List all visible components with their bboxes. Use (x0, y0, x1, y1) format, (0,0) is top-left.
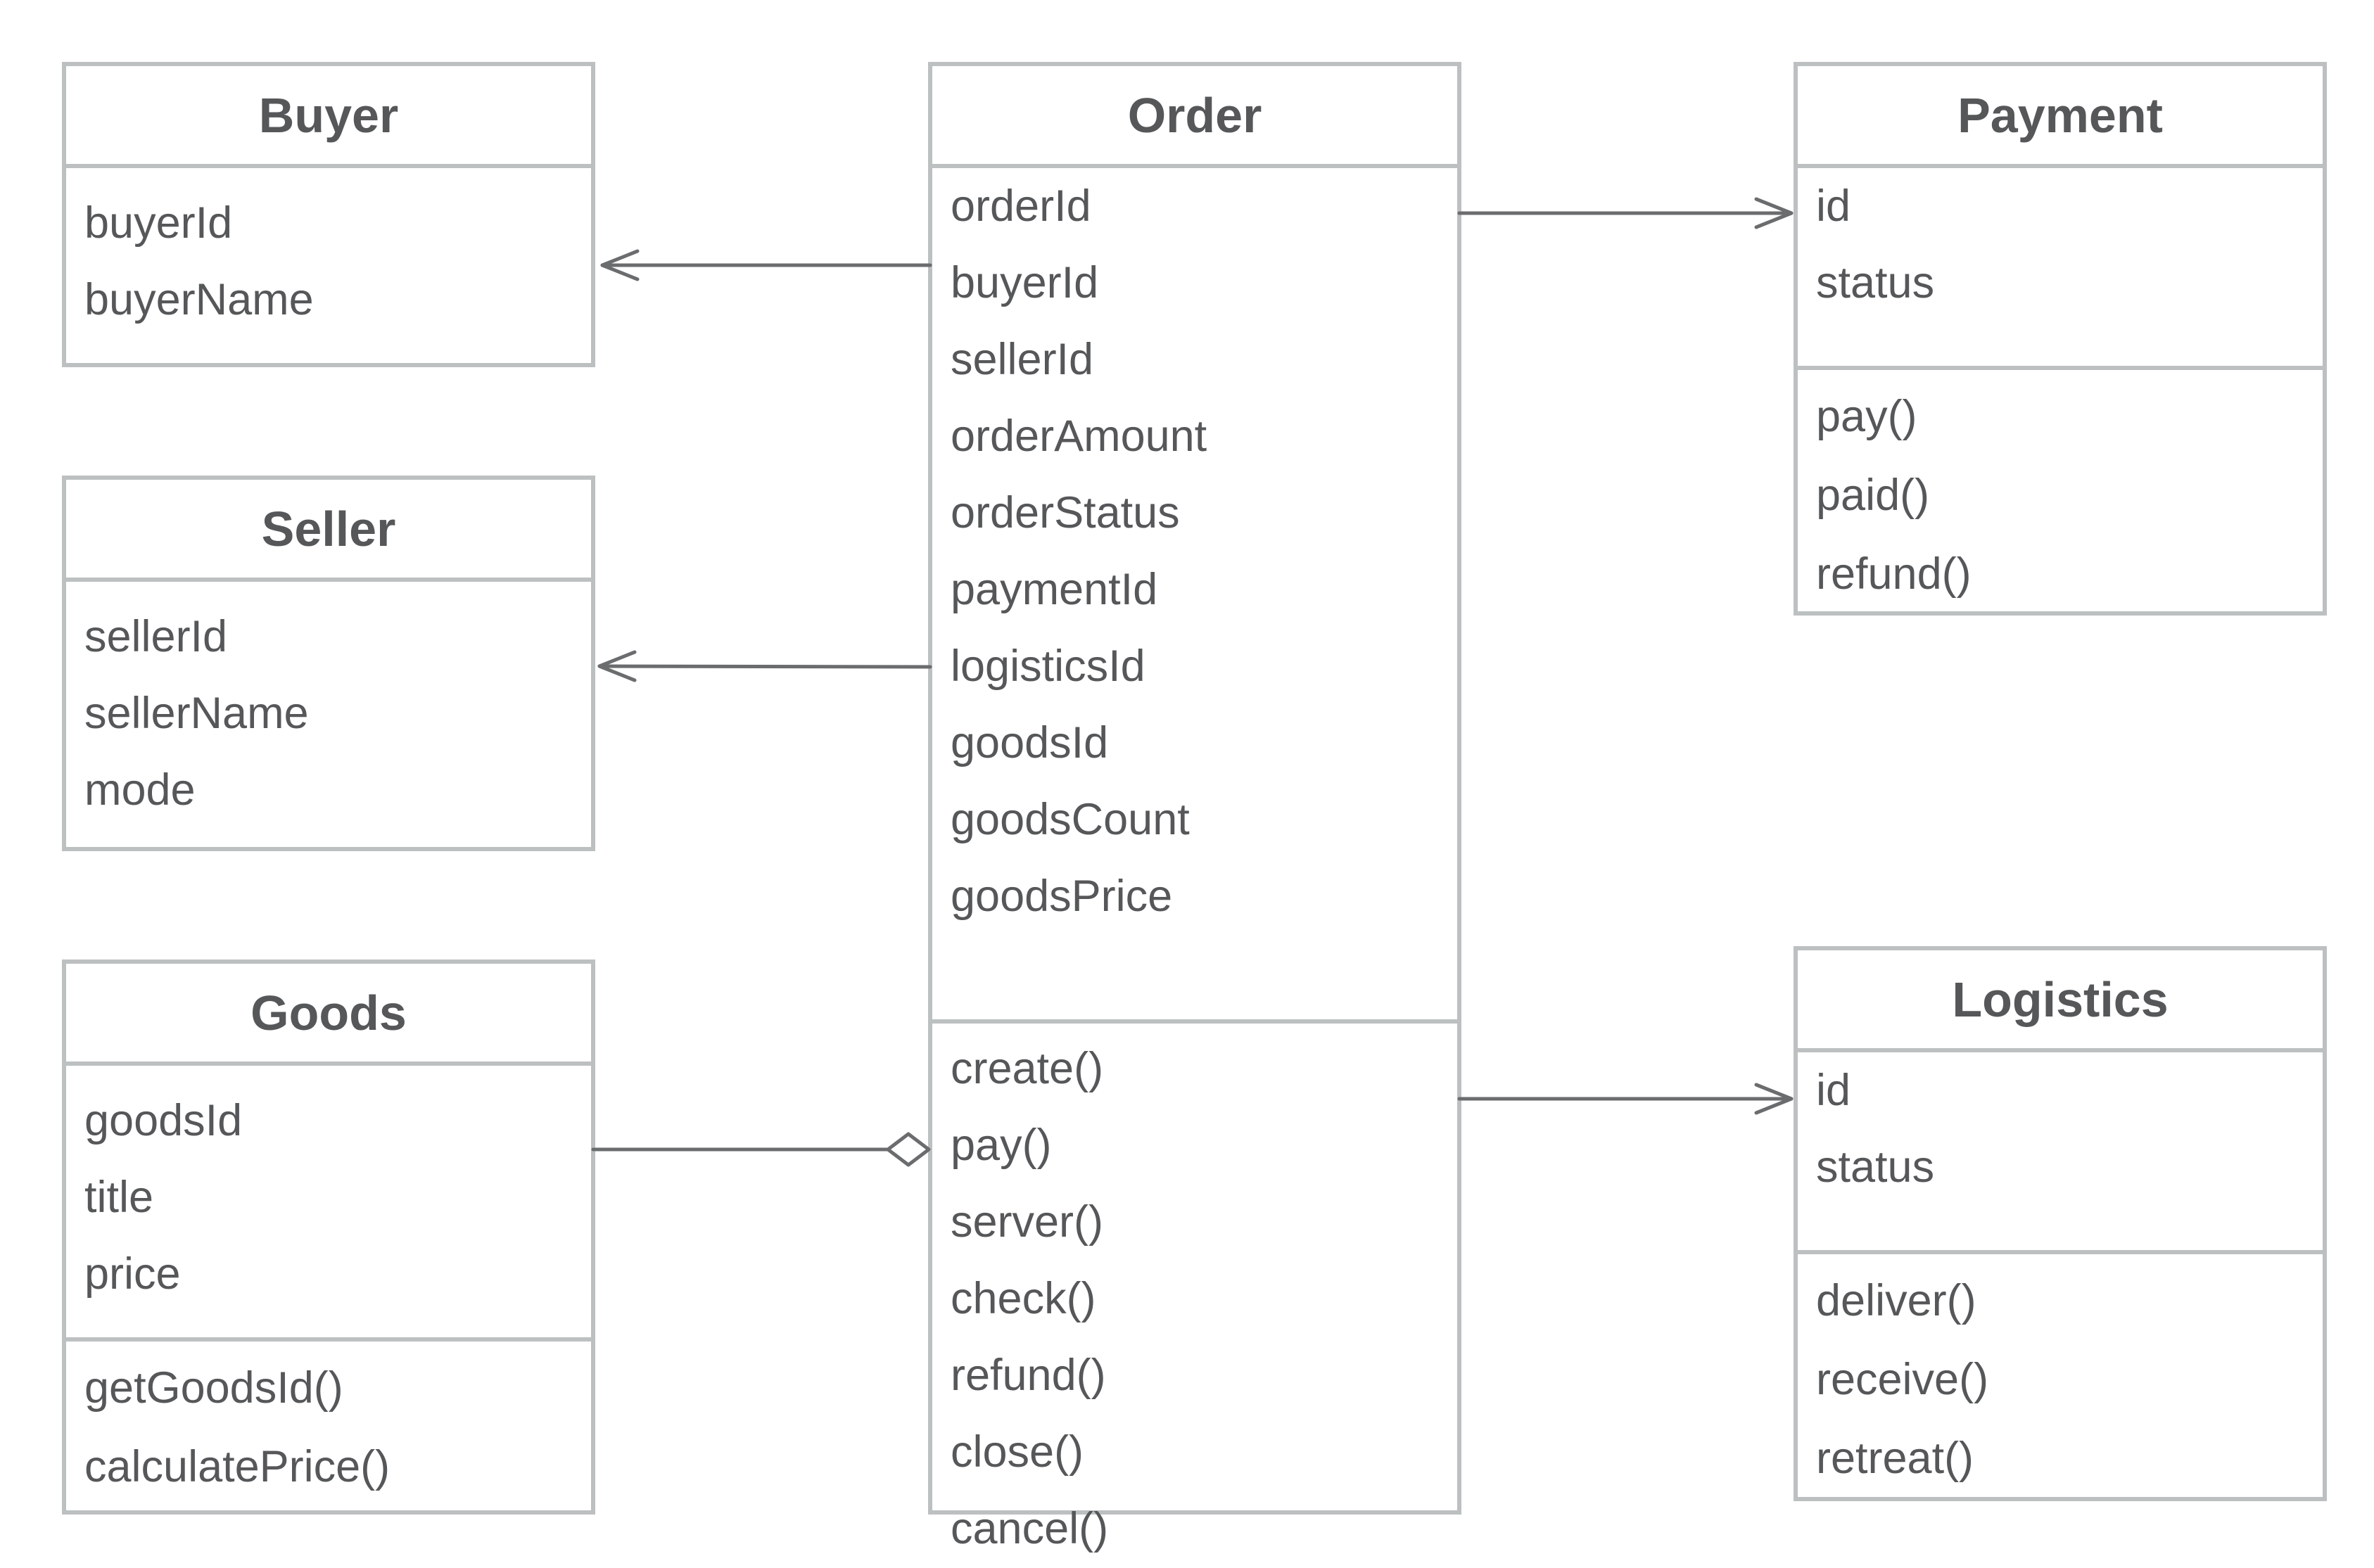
method: close() (951, 1427, 1084, 1477)
attributes-section: sellerId sellerName mode (66, 582, 591, 829)
methods-section: pay() paid() refund() (1798, 366, 2323, 613)
methods-section: deliver() receive() retreat() (1798, 1250, 2323, 1498)
attribute: goodsPrice (951, 872, 1173, 921)
method: deliver() (1816, 1276, 1976, 1325)
attribute: id (1816, 1066, 1851, 1115)
class-buyer[interactable]: Buyer buyerId buyerName (62, 62, 595, 367)
attributes-section: buyerId buyerName (66, 168, 591, 338)
attribute: orderStatus (951, 488, 1180, 537)
attribute: orderAmount (951, 412, 1207, 461)
methods-section: getGoodsId() calculatePrice() (66, 1337, 591, 1506)
attributes-section: id status (1798, 168, 2323, 366)
attribute: logisticsId (951, 642, 1145, 691)
attribute: buyerName (84, 275, 314, 324)
attributes-section: orderId buyerId sellerId orderAmount ord… (932, 168, 1457, 1019)
attribute: goodsId (951, 718, 1109, 767)
attribute: mode (84, 765, 196, 815)
class-payment[interactable]: Payment id status pay() paid() refund() (1794, 62, 2327, 616)
method: refund() (951, 1351, 1106, 1400)
relation-order-seller[interactable] (597, 650, 932, 682)
attribute: buyerId (84, 198, 233, 248)
class-name: Buyer (66, 66, 591, 168)
method: pay() (951, 1121, 1052, 1170)
attribute: orderId (951, 181, 1091, 231)
class-name: Logistics (1798, 950, 2323, 1052)
method: getGoodsId() (84, 1363, 343, 1413)
attribute: paymentId (951, 565, 1158, 614)
attribute: status (1816, 1142, 1935, 1192)
attribute: sellerName (84, 689, 309, 738)
method: calculatePrice() (84, 1442, 391, 1491)
relation-order-logistics[interactable] (1457, 1083, 1794, 1115)
method: receive() (1816, 1355, 1989, 1404)
method: check() (951, 1274, 1096, 1323)
class-order[interactable]: Order orderId buyerId sellerId orderAmou… (928, 62, 1461, 1553)
attributes-section: goodsId title price (66, 1066, 591, 1337)
aggregation-diamond-icon (886, 1132, 931, 1167)
class-name: Goods (66, 964, 591, 1066)
class-logistics[interactable]: Logistics id status deliver() receive() … (1794, 946, 2327, 1501)
attribute: status (1816, 258, 1935, 307)
class-goods[interactable]: Goods goodsId title price getGoodsId() c… (62, 960, 595, 1515)
relation-order-buyer[interactable] (600, 249, 932, 281)
attribute: id (1816, 181, 1851, 231)
method: retreat() (1816, 1434, 1974, 1483)
relation-order-payment[interactable] (1457, 197, 1794, 229)
method: paid() (1816, 471, 1930, 520)
method: server() (951, 1197, 1103, 1247)
attribute: buyerId (951, 258, 1099, 307)
relation-goods-order-aggregation[interactable] (591, 1132, 931, 1167)
class-name: Payment (1798, 66, 2323, 168)
method: pay() (1816, 392, 1917, 441)
class-name: Seller (66, 480, 591, 582)
attribute: sellerId (84, 612, 228, 661)
method: cancel() (951, 1504, 1109, 1553)
attribute: goodsId (84, 1096, 243, 1145)
attribute: sellerId (951, 335, 1094, 384)
attribute: goodsCount (951, 795, 1190, 844)
class-seller[interactable]: Seller sellerId sellerName mode (62, 476, 595, 851)
attribute: price (84, 1249, 181, 1299)
method: create() (951, 1044, 1104, 1093)
attributes-section: id status (1798, 1052, 2323, 1250)
attribute: title (84, 1173, 154, 1222)
class-name: Order (932, 66, 1457, 168)
method: refund() (1816, 549, 1972, 599)
methods-section: create() pay() server() check() refund()… (932, 1019, 1457, 1567)
